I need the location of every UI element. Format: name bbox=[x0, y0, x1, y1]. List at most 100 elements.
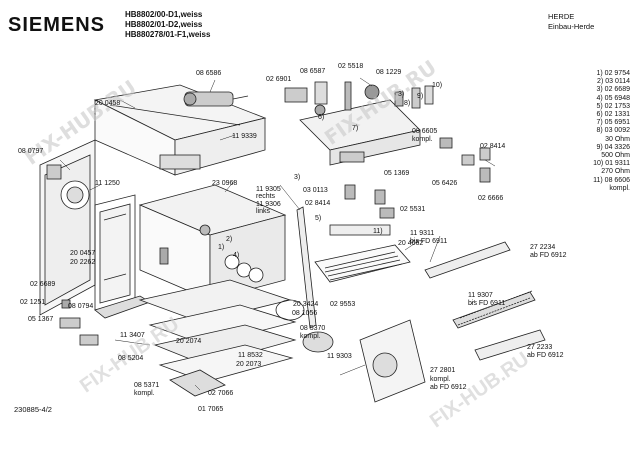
part-label: 11 8532 bbox=[238, 352, 263, 359]
part-label: 01 7065 bbox=[198, 406, 224, 413]
control-panel bbox=[299, 99, 421, 236]
part-label: 27 2234 bbox=[530, 244, 556, 251]
part-label: kompl. bbox=[134, 390, 155, 397]
part-label: 11 9307 bbox=[468, 292, 493, 299]
lamp-housing bbox=[359, 319, 426, 403]
part-label: 02 1251 bbox=[20, 299, 46, 306]
model-line: HB880278/01-F1,weiss bbox=[125, 30, 211, 39]
legend-item: 270 Ohm bbox=[601, 168, 630, 176]
part-label: kompl. bbox=[300, 333, 321, 340]
part-label: 08 1229 bbox=[376, 69, 402, 76]
legend-item: kompl. bbox=[609, 184, 630, 192]
legend-item: 6) 02 1331 bbox=[596, 111, 630, 119]
part-label: 27 2801 bbox=[430, 367, 456, 374]
part-label: 08 0794 bbox=[68, 303, 94, 310]
part-label: kompl. bbox=[430, 376, 451, 383]
callout-7: 7) bbox=[352, 125, 359, 132]
grill-element bbox=[314, 244, 411, 283]
callout-11: 11) bbox=[373, 228, 383, 235]
fan-motor bbox=[183, 91, 249, 107]
callout-2: 2) bbox=[226, 236, 233, 243]
callout-9: 9) bbox=[417, 93, 424, 100]
oven-cavity bbox=[138, 184, 287, 301]
legend-item: 4) 05 6948 bbox=[596, 94, 630, 102]
part-label: 27 2233 bbox=[527, 344, 553, 351]
legend-item: 5) 02 1753 bbox=[596, 102, 630, 110]
part-label: 05 6426 bbox=[432, 180, 458, 187]
part-label: 08 6586 bbox=[196, 70, 222, 77]
bottom-parts bbox=[61, 299, 226, 397]
part-label: 08 6605 bbox=[412, 128, 438, 135]
legend-item: 500 Ohm bbox=[601, 152, 630, 160]
part-label: kompl. bbox=[412, 136, 433, 143]
legend-item: 9) 04 3326 bbox=[596, 143, 630, 151]
part-label: 20 4062 bbox=[398, 240, 424, 247]
part-label: 20 2073 bbox=[236, 361, 262, 368]
part-label: 08 6587 bbox=[300, 68, 326, 75]
oven-housing bbox=[93, 84, 267, 176]
part-label: 20 3424 bbox=[293, 301, 319, 308]
part-label: 20 2262 bbox=[70, 259, 96, 266]
part-label: rechts bbox=[256, 193, 276, 200]
part-label: 11 9303 bbox=[327, 353, 352, 360]
parts-legend: 1) 02 9754 2) 03 0114 3) 02 6689 4) 05 6… bbox=[538, 70, 630, 193]
part-label: 11 1250 bbox=[95, 180, 120, 187]
brand-logo: SIEMENS bbox=[8, 14, 106, 36]
part-label: 20 0457 bbox=[70, 250, 96, 257]
part-label: ab FD 6912 bbox=[430, 384, 467, 391]
legend-item: 8) 03 0092 bbox=[596, 127, 630, 135]
callout-3: 3) bbox=[398, 91, 405, 98]
part-label: 20 2074 bbox=[176, 338, 202, 345]
category-subtitle: Einbau-Herde bbox=[548, 22, 595, 31]
part-label: 05 1369 bbox=[384, 170, 410, 177]
legend-item: 2) 03 0114 bbox=[597, 78, 630, 86]
part-label: bis FD 6911 bbox=[468, 300, 506, 307]
legend-item: 1) 02 9754 bbox=[596, 70, 630, 77]
part-label: ab FD 6912 bbox=[530, 252, 567, 259]
callout-3b: 3) bbox=[294, 174, 301, 181]
model-line: HB8802/00-D1,weiss bbox=[125, 10, 203, 19]
part-label: 02 6901 bbox=[266, 76, 292, 83]
legend-item: 30 Ohm bbox=[605, 135, 630, 143]
legend-item: 10) 01 9311 bbox=[593, 160, 630, 168]
part-label: 08 1056 bbox=[292, 310, 318, 317]
part-label: 08 5370 bbox=[300, 325, 326, 332]
part-label: 02 9553 bbox=[330, 301, 356, 308]
model-line: HB8802/01-D2,weiss bbox=[125, 20, 203, 29]
telescopic-rails bbox=[424, 241, 546, 361]
part-label: 02 8414 bbox=[480, 143, 506, 150]
part-label: 02 7066 bbox=[208, 390, 234, 397]
part-label: 11 9339 bbox=[232, 133, 257, 140]
part-label: 08 5371 bbox=[134, 382, 160, 389]
drawing-number: 230885-4/2 bbox=[14, 405, 52, 414]
legend-item: 11) 08 6606 bbox=[593, 176, 630, 184]
legend-item: 7) 05 6951 bbox=[596, 119, 630, 127]
part-label: 08 5204 bbox=[118, 355, 144, 362]
seal-ring bbox=[275, 299, 334, 353]
part-label: 11 9311 bbox=[410, 230, 435, 237]
part-label: 02 6689 bbox=[30, 281, 56, 288]
side-rail bbox=[296, 206, 317, 329]
part-label: 03 0113 bbox=[303, 187, 328, 194]
part-label: 02 5518 bbox=[338, 63, 364, 70]
side-panel bbox=[39, 139, 96, 316]
part-label: 23 0968 bbox=[212, 180, 238, 187]
callout-5: 5) bbox=[315, 215, 322, 222]
part-label: 11 3407 bbox=[120, 332, 145, 339]
part-label: 02 6666 bbox=[478, 195, 504, 202]
part-label: 08 0797 bbox=[18, 148, 44, 155]
door-frame bbox=[94, 194, 136, 311]
legend-item: 3) 02 6689 bbox=[596, 86, 630, 94]
callout-4: 4) bbox=[233, 252, 240, 259]
callout-6: 6) bbox=[318, 114, 325, 121]
switch-parts bbox=[284, 81, 491, 183]
part-label: 05 1367 bbox=[28, 316, 54, 323]
part-label: 11 9305 bbox=[256, 186, 281, 193]
part-label: links bbox=[256, 208, 271, 215]
part-label: 02 5531 bbox=[400, 206, 426, 213]
callout-10: 10) bbox=[432, 82, 443, 89]
callout-8: 8) bbox=[404, 100, 411, 107]
part-label: bis FD 6911 bbox=[410, 238, 448, 245]
